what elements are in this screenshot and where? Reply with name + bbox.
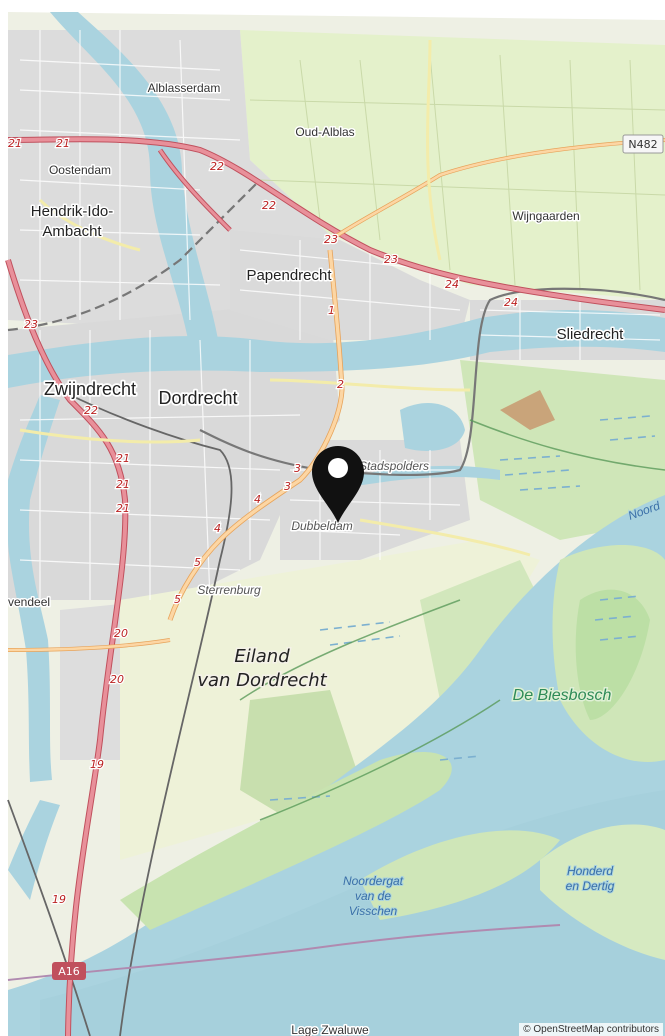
place-dubbeldam: Dubbeldam — [291, 519, 352, 533]
island-label-line1: Eiland — [234, 646, 290, 667]
place-hendrik-ido-ambacht-line1: Hendrik-Ido- — [31, 203, 114, 220]
svg-text:20: 20 — [114, 627, 128, 640]
place-wendeel: vendeel — [8, 595, 50, 609]
svg-text:21: 21 — [116, 478, 130, 491]
place-sterrenburg: Sterrenburg — [197, 583, 261, 597]
road-shield-a16: A16 — [52, 962, 86, 980]
svg-text:3: 3 — [284, 480, 291, 493]
svg-text:5: 5 — [194, 556, 201, 569]
svg-text:19: 19 — [90, 758, 104, 771]
map-tiles — [5, 12, 665, 1036]
svg-text:van de: van de — [355, 889, 391, 903]
svg-text:22: 22 — [210, 160, 224, 173]
place-oostendam: Oostendam — [49, 163, 111, 177]
svg-text:20: 20 — [110, 673, 124, 686]
svg-text:23: 23 — [384, 253, 398, 266]
island-label-line2: van Dordrecht — [197, 670, 327, 691]
svg-text:4: 4 — [254, 493, 261, 506]
svg-text:Honderd: Honderd — [567, 864, 613, 878]
svg-text:24: 24 — [445, 278, 459, 291]
svg-text:21: 21 — [56, 137, 70, 150]
svg-text:21: 21 — [116, 452, 130, 465]
svg-text:4: 4 — [214, 522, 221, 535]
svg-text:19: 19 — [52, 893, 66, 906]
svg-text:23: 23 — [24, 318, 38, 331]
place-sliedrecht: Sliedrecht — [557, 326, 625, 343]
svg-text:24: 24 — [504, 296, 518, 309]
place-oud-alblas: Oud-Alblas — [295, 125, 354, 139]
place-papendrecht: Papendrecht — [246, 267, 332, 284]
svg-text:A16: A16 — [58, 965, 80, 978]
place-stadspolders: Stadspolders — [359, 459, 429, 473]
svg-text:2: 2 — [337, 378, 344, 391]
place-lage-zwaluwe: Lage Zwaluwe — [291, 1023, 369, 1036]
svg-text:5: 5 — [174, 593, 181, 606]
road-shield-n482: N482 — [622, 134, 664, 154]
svg-text:23: 23 — [324, 233, 338, 246]
svg-text:Noordergat: Noordergat — [343, 874, 404, 888]
svg-text:22: 22 — [84, 404, 98, 417]
svg-text:N482: N482 — [628, 138, 657, 151]
svg-text:Visschen: Visschen — [349, 904, 398, 918]
place-hendrik-ido-ambacht-line2: Ambacht — [42, 223, 102, 240]
map-attribution: © OpenStreetMap contributors — [519, 1023, 663, 1036]
svg-text:1: 1 — [328, 304, 335, 317]
place-labels: Alblasserdam Oud-Alblas Oostendam Hendri… — [7, 80, 626, 1036]
place-alblasserdam: Alblasserdam — [148, 81, 221, 95]
place-zwijndrecht: Zwijndrecht — [44, 379, 136, 399]
place-wijngaarden: Wijngaarden — [512, 209, 579, 223]
park-label-biesbosch: De Biesbosch — [513, 687, 612, 704]
svg-text:3: 3 — [294, 462, 301, 475]
junction-labels: 21 21 22 22 23 23 24 24 1 2 3 3 4 4 5 5 … — [7, 136, 520, 908]
svg-text:en Dertig: en Dertig — [566, 879, 615, 893]
map-pin-icon[interactable] — [312, 446, 364, 523]
svg-text:22: 22 — [262, 199, 276, 212]
place-dordrecht: Dordrecht — [158, 388, 237, 408]
svg-text:21: 21 — [116, 502, 130, 515]
svg-text:21: 21 — [8, 137, 22, 150]
